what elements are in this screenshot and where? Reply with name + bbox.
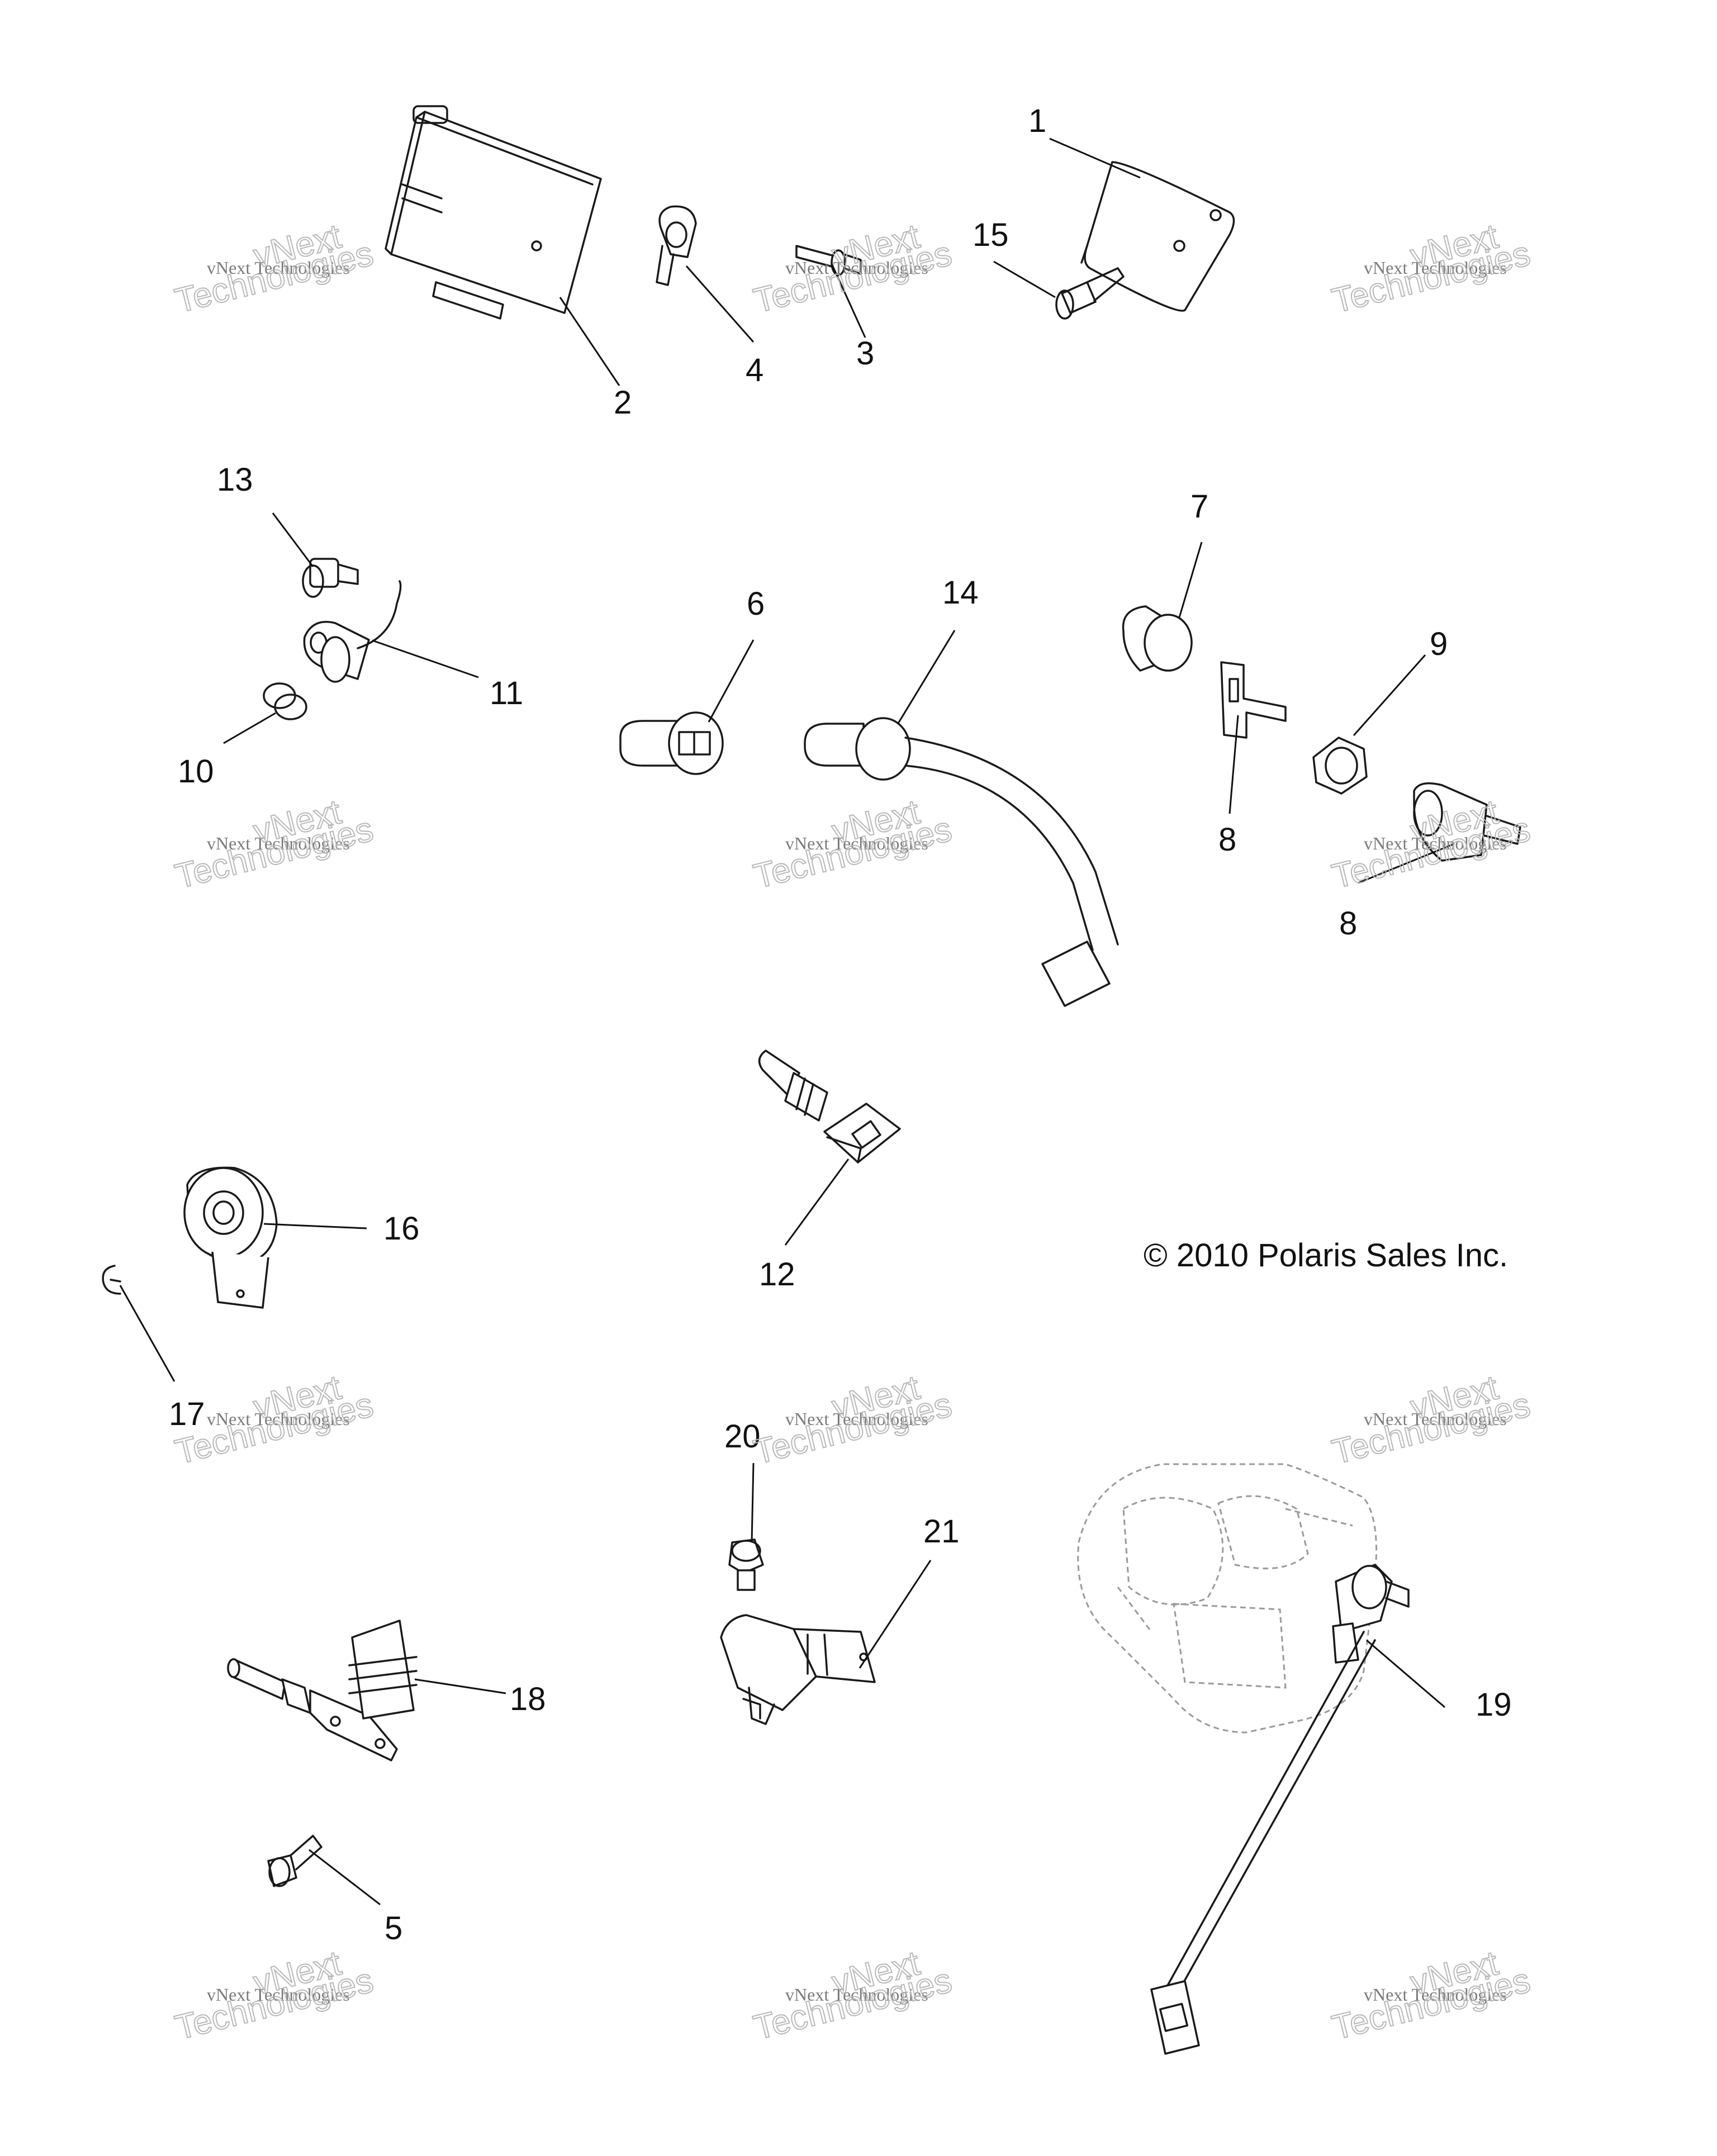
watermark-2: vNext Technologies vNext Technologies	[750, 216, 956, 321]
callout-10: 10	[178, 753, 214, 790]
callout-15: 15	[973, 217, 1009, 253]
svg-text:vNext Technologies: vNext Technologies	[785, 833, 928, 853]
leader-lines	[119, 137, 1455, 1906]
copyright-notice: © 2010 Polaris Sales Inc.	[1144, 1237, 1508, 1274]
callout-16: 16	[383, 1210, 420, 1247]
callout-17: 17	[169, 1396, 205, 1432]
watermark-3: vNext Technologies vNext Technologies	[1328, 216, 1535, 321]
svg-text:vNext Technologies: vNext Technologies	[1364, 258, 1507, 278]
part-2-ecu-box	[385, 105, 602, 320]
part-5-bolt	[267, 1835, 322, 1887]
part-19-throttle-sensor	[1077, 1463, 1410, 2055]
callout-7: 7	[1190, 488, 1208, 525]
watermark-4: vNext Technologies vNext Technologies	[171, 792, 378, 896]
watermark-1: vNext Technologies vNext Technologies	[171, 216, 378, 321]
part-1-cover	[1080, 161, 1235, 312]
callout-12: 12	[759, 1256, 795, 1293]
callout-6: 6	[747, 586, 765, 622]
svg-text:vNext Technologies: vNext Technologies	[1364, 1409, 1507, 1429]
callout-13: 13	[217, 462, 253, 498]
part-4-clip	[656, 205, 697, 286]
svg-text:vNext Technologies: vNext Technologies	[1364, 1984, 1507, 2005]
part-3-bolt	[795, 245, 862, 276]
callout-2: 2	[614, 384, 632, 421]
part-10-plug	[263, 682, 307, 720]
part-15-screw	[1055, 267, 1125, 320]
callout-14: 14	[942, 574, 979, 611]
part-11-sensor	[303, 580, 402, 683]
part-20-bolt	[728, 1538, 764, 1591]
svg-text:vNext Technologies: vNext Technologies	[1364, 833, 1507, 853]
svg-text:vNext Technologies: vNext Technologies	[207, 1409, 350, 1429]
part-6-sensor	[619, 711, 724, 775]
svg-text:vNext Technologies: vNext Technologies	[207, 1984, 350, 2005]
callout-21: 21	[923, 1513, 960, 1550]
svg-text:vNext Technologies: vNext Technologies	[207, 258, 350, 278]
watermark-8: vNext Technologies vNext Technologies	[750, 1367, 956, 1472]
watermark-6: vNext Technologies vNext Technologies	[1328, 792, 1535, 896]
svg-text:vNext Technologies: vNext Technologies	[785, 1409, 928, 1429]
watermark-10: vNext Technologies vNext Technologies	[171, 1943, 378, 2048]
callout-8-upper: 8	[1218, 821, 1236, 858]
watermark-5: vNext Technologies vNext Technologies	[750, 792, 956, 896]
part-8-switch	[1413, 782, 1521, 862]
part-21-map-sensor	[720, 1614, 876, 1725]
watermark-9: vNext Technologies vNext Technologies	[1328, 1367, 1535, 1472]
part-8-tab	[1220, 661, 1287, 739]
svg-text:vNext Technologies: vNext Technologies	[785, 1984, 928, 2005]
callout-3: 3	[856, 335, 874, 372]
callout-5: 5	[385, 1910, 402, 1946]
part-12-temp-sensor	[758, 1049, 901, 1164]
part-14-sensor-hose	[804, 717, 1119, 1007]
part-7-cap	[1122, 605, 1193, 672]
callout-numbers: 1 2 3 4 5 6 7 8 8 9 10 11 12 13 14 15 16…	[169, 103, 1512, 1946]
callout-9: 9	[1430, 626, 1448, 662]
watermark-11: vNext Technologies vNext Technologies	[750, 1943, 956, 2048]
callout-11: 11	[490, 675, 523, 711]
callout-19: 19	[1476, 1687, 1512, 1723]
svg-text:vNext Technologies: vNext Technologies	[785, 258, 928, 278]
callout-8-lower: 8	[1339, 905, 1357, 942]
part-18-speed-sensor	[227, 1620, 418, 1761]
part-9-nut	[1312, 737, 1368, 795]
part-17-e-clip	[102, 1265, 121, 1295]
callout-20: 20	[724, 1418, 761, 1455]
svg-text:vNext Technologies: vNext Technologies	[207, 833, 350, 853]
watermark-12: vNext Technologies vNext Technologies	[1328, 1943, 1535, 2048]
callout-1: 1	[1028, 103, 1046, 139]
part-13-bolt	[302, 558, 359, 598]
part-16-knock-sensor	[183, 1166, 278, 1309]
callout-4: 4	[746, 352, 763, 388]
callout-18: 18	[510, 1681, 546, 1717]
